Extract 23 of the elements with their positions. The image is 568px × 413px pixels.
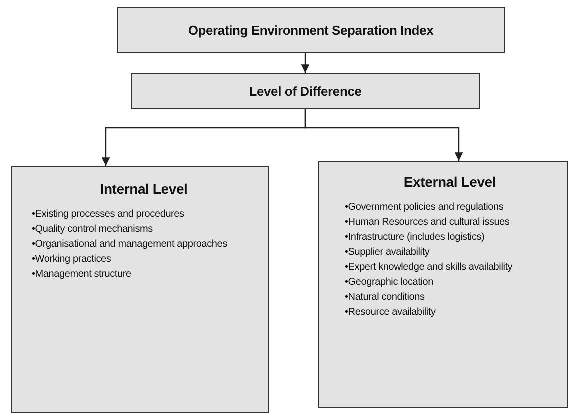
box-heading: Operating Environment Separation Index xyxy=(188,22,434,38)
box-heading: External Level xyxy=(402,174,498,190)
list-item: •Quality control mechanisms xyxy=(32,223,154,237)
box-heading: Level of Difference xyxy=(249,84,362,98)
list-item: •Expert knowledge and skills availability xyxy=(345,261,514,275)
list-item: •Working practices xyxy=(32,253,112,267)
box-heading: Internal Level xyxy=(99,181,189,197)
process-box xyxy=(131,73,480,109)
list-item: •Infrastructure (includes logistics) xyxy=(345,231,486,245)
level-box xyxy=(318,161,568,408)
list-item: •Organisational and management approaches xyxy=(32,238,228,252)
process-box xyxy=(117,7,505,53)
arrow xyxy=(301,53,310,73)
list-item: •Resource availability xyxy=(345,306,437,320)
list-item: •Supplier availability xyxy=(345,246,431,260)
list-item: •Human Resources and cultural issues xyxy=(345,216,511,230)
arrow xyxy=(304,109,464,161)
list-item: •Natural conditions xyxy=(345,291,426,305)
list-item: •Existing processes and procedures xyxy=(32,208,186,222)
list-item: •Management structure xyxy=(32,268,132,282)
list-item: •Geographic location xyxy=(345,276,434,290)
list-item: •Government policies and regulations xyxy=(345,201,505,215)
level-box xyxy=(11,166,269,413)
